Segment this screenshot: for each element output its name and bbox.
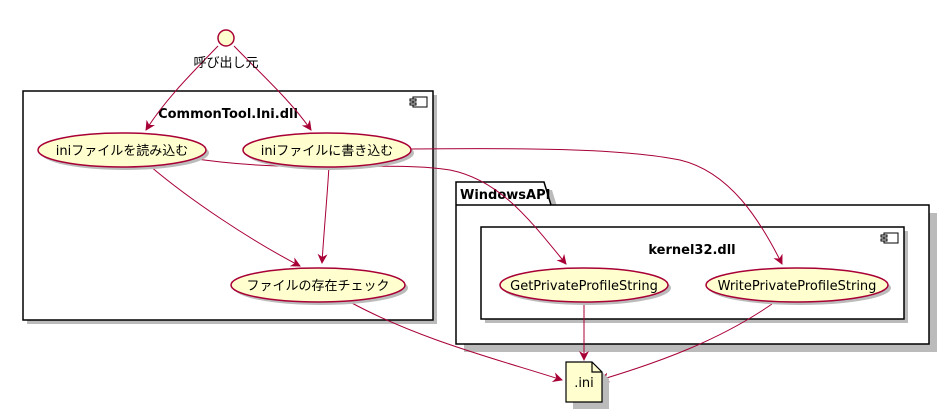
actor-label: 呼び出し元: [193, 56, 258, 71]
edge-writeprivate-to-ini: [599, 303, 773, 383]
usecase-file-exists-check-label: ファイルの存在チェック: [246, 279, 389, 294]
usecase-writeprivateprofilestring-shape: [705, 267, 889, 303]
usecase-getprivateprofilestring-label: GetPrivateProfileString: [510, 279, 658, 294]
component-kernel32-title: kernel32.dll: [648, 243, 735, 258]
usecase-file-exists-check-shape: [230, 267, 406, 303]
component-commontool: CommonTool.Ini.dll: [22, 90, 437, 324]
component-icon: [409, 96, 428, 108]
edge-read-to-check: [149, 165, 301, 267]
usecase-write-ini: iniファイルに書き込む: [242, 132, 414, 170]
edge-write-to-writeprivate: [410, 148, 783, 265]
component-commontool-title: CommonTool.Ini.dll: [158, 107, 298, 122]
actor-icon: [217, 29, 235, 47]
usecase-write-ini-shape: [242, 132, 412, 168]
edge-write-to-check: [317, 165, 330, 264]
usecase-read-ini-label: iniファイルを読み込む: [56, 143, 188, 159]
component-icon: [880, 232, 899, 244]
usecase-file-exists-check: ファイルの存在チェック: [230, 267, 408, 305]
usecase-write-ini-label: iniファイルに書き込む: [261, 144, 393, 159]
usecase-read-ini: iniファイルを読み込む: [37, 132, 209, 170]
usecase-getprivateprofilestring: GetPrivateProfileString: [499, 267, 671, 305]
usecase-read-ini-shape: [37, 132, 207, 168]
usecase-getprivateprofilestring-shape: [499, 267, 669, 303]
edge-check-to-ini: [349, 301, 563, 382]
actor-caller: 呼び出し元: [193, 29, 259, 71]
artifact-ini-file: .ini: [565, 361, 609, 409]
usecase-writeprivateprofilestring: WritePrivateProfileString: [705, 267, 891, 305]
usecase-writeprivateprofilestring-label: WritePrivateProfileString: [718, 279, 877, 294]
edge-actor-to-write: [233, 45, 312, 131]
package-windowsapi-title: WindowsAPI: [460, 188, 550, 203]
artifact-ini-label: .ini: [574, 376, 594, 391]
edge-actor-to-read: [145, 45, 219, 131]
